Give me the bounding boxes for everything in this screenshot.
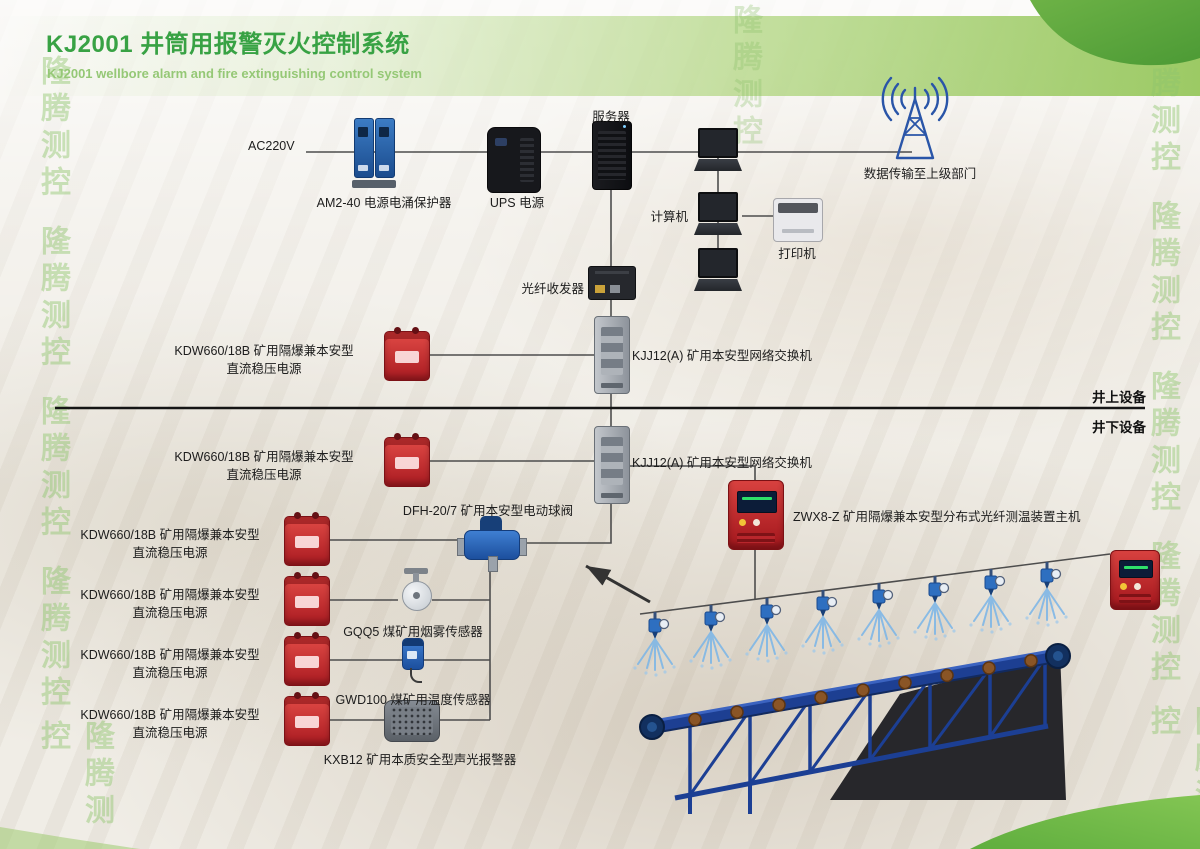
terminal-buttons — [1120, 583, 1127, 590]
spray-water — [917, 602, 953, 635]
network-switch-device — [594, 316, 630, 394]
spray-water — [693, 631, 729, 664]
label-power-supply: KDW660/18B 矿用隔爆兼本安型 — [174, 450, 354, 464]
laptop-screen — [698, 248, 738, 278]
temperature-sensor-device — [400, 634, 428, 684]
label-surface-equipment: 井上设备 — [1092, 390, 1146, 405]
laptop-device — [694, 128, 742, 172]
sprinkler-device — [633, 612, 676, 677]
label-power-supply: KDW660/18B 矿用隔爆兼本安型 — [174, 344, 354, 358]
label-power-supply: KDW660/18B 矿用隔爆兼本安型 — [80, 528, 260, 542]
label-power-supply: KDW660/18B 矿用隔爆兼本安型 — [80, 648, 260, 662]
sprinkler-device — [913, 576, 956, 641]
label-power-supply: 直流稳压电源 — [132, 606, 208, 620]
surge-module — [354, 118, 374, 178]
label-power-supply: 直流稳压电源 — [132, 666, 208, 680]
label-fiber-temp-host: ZWX8-Z 矿用隔爆兼本安型分布式光纤测温装置主机 — [793, 510, 1081, 524]
terminal-grille — [1119, 594, 1151, 603]
label-server: 服务器 — [592, 110, 630, 124]
spray-water — [861, 609, 897, 642]
sprinkler-device — [801, 590, 844, 655]
host-grille — [737, 533, 775, 543]
label-underground-equipment: 井下设备 — [1092, 420, 1146, 435]
label-data-upload: 数据传输至上级部门 — [863, 167, 977, 181]
label-smoke-sensor: GQQ5 煤矿用烟雾传感器 — [343, 625, 483, 639]
label-surge-protector: AM2-40 电源电涌保护器 — [316, 196, 452, 210]
laptop-base — [694, 279, 742, 291]
label-power-supply: KDW660/18B 矿用隔爆兼本安型 — [80, 588, 260, 602]
spray-water — [749, 624, 785, 657]
label-ac220v: AC220V — [248, 139, 295, 153]
printer-device — [773, 198, 823, 242]
radio-tower-icon — [881, 76, 949, 160]
sensor-cable — [410, 668, 422, 683]
power-supply-device — [284, 512, 330, 566]
fiber-transceiver-device — [588, 266, 636, 300]
page-subtitle: KJ2001 wellbore alarm and fire extinguis… — [47, 66, 422, 81]
label-printer: 打印机 — [778, 247, 816, 261]
power-supply-device — [384, 327, 430, 381]
label-network-switch-surface: KJJ12(A) 矿用本安型网络交换机 — [632, 349, 812, 363]
alarm-grille — [391, 707, 433, 735]
label-power-supply: 直流稳压电源 — [132, 726, 208, 740]
fiber-temp-host-device — [728, 480, 784, 550]
laptop-device — [694, 192, 742, 236]
label-temp-sensor: GWD100 煤矿用温度传感器 — [335, 693, 491, 707]
valve-outlet — [488, 556, 498, 572]
label-network-switch-underground: KJJ12(A) 矿用本安型网络交换机 — [632, 456, 812, 470]
power-supply-device — [284, 692, 330, 746]
label-power-supply: 直流稳压电源 — [226, 468, 302, 482]
power-supply-device — [284, 632, 330, 686]
ups-device — [487, 127, 541, 193]
ball-valve-device — [457, 516, 527, 572]
label-power-supply: 直流稳压电源 — [132, 546, 208, 560]
sprinkler-device — [745, 598, 788, 663]
flow-arrow — [585, 564, 651, 604]
label-ups: UPS 电源 — [489, 196, 545, 210]
smoke-sensor-device — [396, 568, 436, 616]
fiber-temp-terminal-device — [1110, 550, 1160, 610]
label-power-supply: KDW660/18B 矿用隔爆兼本安型 — [80, 708, 260, 722]
host-buttons — [739, 519, 746, 526]
sprinkler-device — [1025, 562, 1068, 627]
laptop-base — [694, 223, 742, 235]
sensor-body — [402, 638, 424, 670]
terminal-screen — [1119, 560, 1153, 578]
spray-water — [805, 616, 841, 649]
network-switch-device — [594, 426, 630, 504]
spray-water — [637, 638, 673, 671]
power-supply-device — [284, 572, 330, 626]
surge-module — [375, 118, 395, 178]
laptop-base — [694, 159, 742, 171]
label-power-supply: 直流稳压电源 — [226, 362, 302, 376]
laptop-screen — [698, 128, 738, 158]
sprinkler-device — [857, 583, 900, 648]
laptop-screen — [698, 192, 738, 222]
label-computer: 计算机 — [650, 210, 688, 224]
surge-protector-device — [352, 118, 396, 188]
power-supply-device — [384, 433, 430, 487]
label-ball-valve: DFH-20/7 矿用本安型电动球阀 — [402, 504, 574, 518]
conveyor-structure — [639, 643, 1071, 814]
laptop-device — [694, 248, 742, 292]
server-device — [592, 121, 632, 190]
label-alarm: KXB12 矿用本质安全型声光报警器 — [323, 753, 517, 767]
host-screen — [737, 491, 777, 513]
spray-water — [973, 595, 1009, 628]
surge-base — [352, 180, 396, 188]
sprinkler-device — [969, 569, 1012, 634]
sensor-dome — [402, 581, 432, 611]
label-fiber-transceiver: 光纤收发器 — [521, 282, 584, 296]
sprinkler-device — [689, 605, 732, 670]
spray-water — [1029, 588, 1065, 621]
page-title: KJ2001 井筒用报警灭火控制系统 — [46, 31, 410, 58]
